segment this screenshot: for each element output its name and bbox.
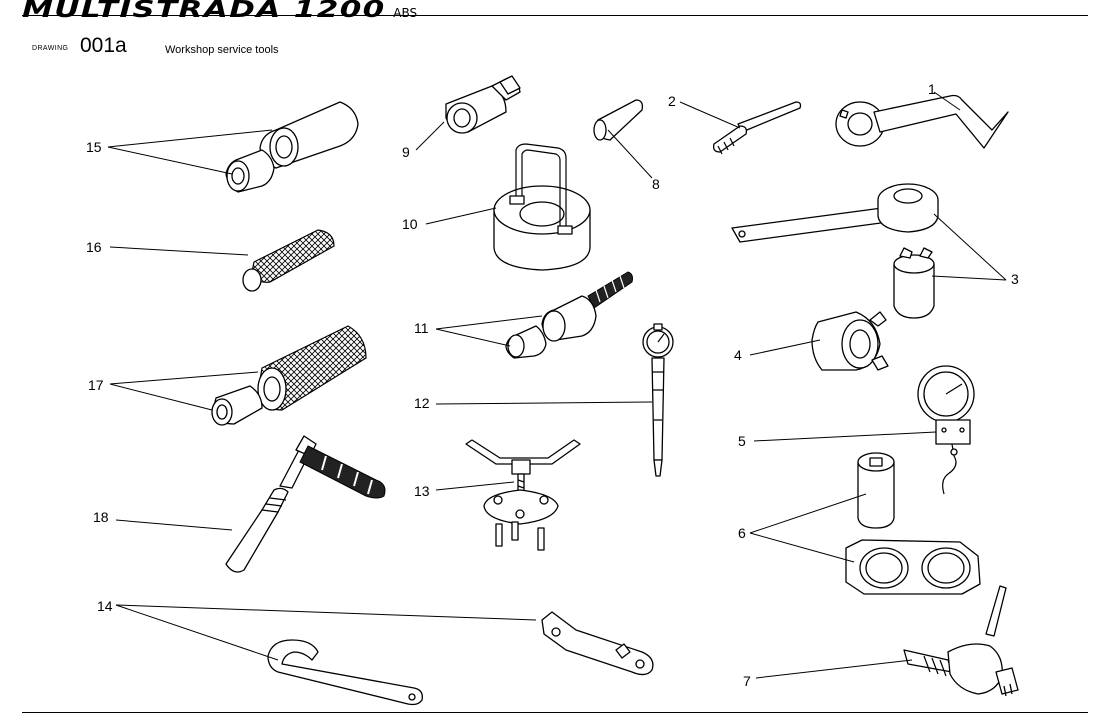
tool-1-angled-wrench [835, 94, 1009, 149]
callout-8: 8 [652, 176, 660, 192]
callout-16: 16 [86, 239, 102, 255]
tool-14-wrenches [267, 611, 654, 706]
callout-3: 3 [1011, 271, 1019, 287]
drawing-label: DRAWING [32, 45, 69, 52]
tool-15-socket-set [225, 101, 359, 193]
tool-8-cone-pin [593, 99, 644, 141]
tool-2-rod [712, 101, 802, 155]
callout-5: 5 [738, 433, 746, 449]
tool-17-handle-socket [211, 325, 367, 426]
tool-5-dial-indicator [917, 365, 975, 495]
callout-7: 7 [743, 673, 751, 689]
tool-9-adapter [445, 75, 521, 134]
tool-7-tensioner [903, 585, 1019, 697]
tool-6-socket-plate [845, 452, 981, 595]
model-variant: ABS [393, 6, 418, 20]
callout-10: 10 [402, 216, 418, 232]
callout-6: 6 [738, 525, 746, 541]
model-title: MULTISTRADA 1200 ABS [22, 0, 426, 23]
callout-9: 9 [402, 144, 410, 160]
callout-15: 15 [86, 139, 102, 155]
callout-13: 13 [414, 483, 430, 499]
leader-lines [107, 91, 1007, 679]
callout-4: 4 [734, 347, 742, 363]
drawing-title: Workshop service tools [165, 44, 279, 56]
tool-12-bore-gauge [642, 323, 674, 477]
callout-2: 2 [668, 93, 676, 109]
callout-14: 14 [97, 598, 113, 614]
callout-1: 1 [928, 81, 936, 97]
header-rule [22, 15, 1088, 16]
model-name: MULTISTRADA 1200 [22, 0, 386, 23]
tool-18-ratchet-handle [225, 435, 386, 573]
callout-17: 17 [88, 377, 104, 393]
footer-rule [22, 712, 1088, 713]
callout-numbers: 1 2 3 4 5 6 7 8 9 10 11 12 13 14 15 16 1… [86, 81, 1019, 689]
callout-11: 11 [414, 320, 429, 336]
tool-10-cylinder-tool [493, 143, 591, 271]
drawing-code: 001a [80, 34, 127, 57]
tool-4-lug-socket [811, 311, 889, 371]
tool-16-knurled-bar [242, 229, 335, 292]
tool-3-lever-socket [731, 183, 939, 319]
tool-13-puller [465, 439, 581, 551]
callout-18: 18 [93, 509, 109, 525]
tool-11-threaded-adapter [505, 271, 633, 359]
callout-12: 12 [414, 395, 430, 411]
